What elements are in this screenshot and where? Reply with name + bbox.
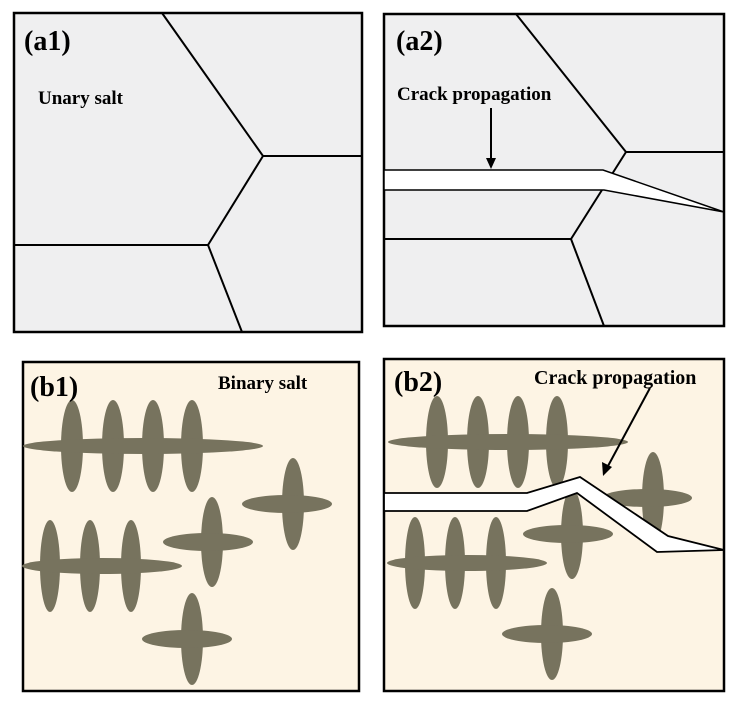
panel-a2: (a2) Crack propagation [382, 12, 726, 328]
panel-b2: (b2) Crack propagation [382, 357, 726, 693]
crack-propagation-label-a2: Crack propagation [397, 84, 552, 105]
panel-a1-background [12, 11, 364, 334]
panel-b1-label: (b1) [30, 372, 78, 403]
panel-b2-label: (b2) [394, 367, 442, 398]
panel-a2-label: (a2) [396, 26, 443, 57]
crack-arrow-b2 [602, 387, 651, 476]
crack-path-b2 [383, 476, 725, 553]
crack-arrow-a2 [486, 108, 496, 169]
crack-propagation-label-b2: Crack propagation [534, 367, 696, 389]
unary-salt-label: Unary salt [38, 88, 124, 109]
binary-salt-label: Binary salt [218, 373, 308, 394]
panel-a1-label: (a1) [24, 26, 71, 57]
panel-a1: (a1) Unary salt [12, 11, 364, 334]
panel-b1: (b1) Binary salt [21, 360, 361, 693]
crack-path-a2 [383, 169, 725, 213]
grain-boundaries-a1 [14, 12, 362, 333]
